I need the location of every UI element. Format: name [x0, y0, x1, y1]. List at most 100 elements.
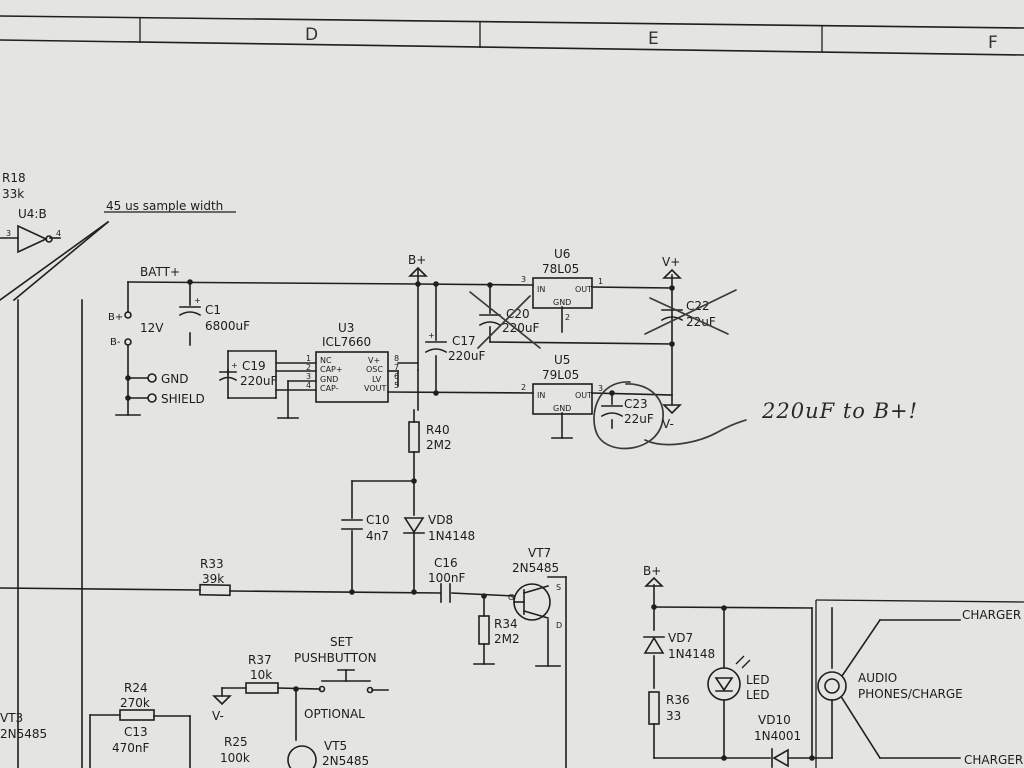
u5-num-in: 2	[521, 383, 526, 392]
sample-width-note: 45 us sample width	[106, 199, 223, 213]
c1-value: 6800uF	[205, 319, 250, 333]
bplus-lower-label: B+	[643, 564, 661, 578]
c17-ref: C17	[452, 334, 476, 348]
vt5-transistor: VT5 2N5485	[287, 739, 369, 768]
bplus-label: B+	[108, 312, 123, 323]
u5-ref: U5	[554, 353, 570, 367]
u6-value: 78L05	[542, 262, 579, 276]
u5-pin-out: OUT	[575, 391, 592, 400]
r40-value: 2M2	[426, 438, 452, 452]
u3-pin-nc: NC	[320, 356, 332, 365]
vd10-diode: VD10 1N4001	[754, 713, 801, 768]
c23-ref: C23	[624, 397, 648, 411]
svg-text:+: +	[194, 296, 201, 305]
r37-ref: R37	[248, 653, 272, 667]
c20-capacitor: C20 220uF	[469, 291, 541, 349]
zone-label-d: D	[305, 25, 318, 45]
battery-inputs: B+ B- 12V BATT+	[108, 265, 180, 348]
vt5-value: 2N5485	[322, 754, 369, 768]
c22-capacitor: C22 22uF	[644, 289, 737, 335]
u3-pinnum-4: 4	[306, 381, 311, 390]
vt7-pin-g: G	[508, 593, 514, 602]
vd7-diode: VD7 1N4148	[643, 631, 715, 661]
u6-num-out: 1	[598, 277, 603, 286]
set-label-line2: PUSHBUTTON	[294, 651, 377, 665]
led-value: LED	[746, 688, 770, 702]
r25-resistor: R25 100k	[220, 735, 250, 765]
audio-label-line2: PHONES/CHARGE	[858, 687, 963, 701]
r33-resistor: R33 39k	[199, 557, 231, 597]
r25-value: 100k	[220, 751, 250, 765]
c13-value: 470nF	[112, 741, 150, 755]
svg-text:+: +	[428, 331, 435, 340]
svg-text:+: +	[231, 361, 238, 370]
u4b-ref: U4:B	[18, 207, 47, 221]
r18: R18 33k	[2, 171, 26, 201]
u3-value: ICL7660	[322, 335, 371, 349]
vminus-supply-symbol: V-	[662, 404, 682, 431]
bminus-label: B-	[110, 337, 121, 348]
vt7-pin-s: S	[556, 583, 561, 592]
u5-value: 79L05	[542, 368, 579, 382]
led-ref: LED	[746, 673, 770, 687]
u5-regulator: U5 79L05 IN OUT GND 2 3	[521, 353, 603, 439]
zone-label-f: F	[988, 33, 998, 53]
vt7-value: 2N5485	[512, 561, 559, 575]
u6-pin-gnd: GND	[553, 298, 571, 307]
c16-capacitor: C16 100nF	[428, 556, 466, 603]
bplus-supply-symbol: B+	[408, 253, 428, 277]
c16-ref: C16	[434, 556, 458, 570]
r18-value: 33k	[2, 187, 24, 201]
c17-capacitor: + C17 220uF	[424, 331, 486, 363]
vd8-value: 1N4148	[428, 529, 475, 543]
handwritten-note: 220uF to B+!	[761, 399, 918, 423]
r24-value: 270k	[120, 696, 150, 710]
r36-resistor: R36 33	[648, 691, 690, 725]
batt-voltage: 12V	[140, 321, 164, 335]
u3-pin-capplus: CAP+	[320, 365, 343, 374]
u3-pin-gnd: GND	[320, 375, 338, 384]
u3-pinnum-6: 6	[394, 372, 399, 381]
u4b-inverter: U4:B 3 4	[6, 207, 61, 254]
u6-pin-out: OUT	[575, 285, 592, 294]
charger-bottom-label: CHARGER	[964, 753, 1023, 767]
u6-num-gnd: 2	[565, 313, 570, 322]
r34-resistor: R34 2M2	[473, 615, 520, 665]
charger-top-label: CHARGER	[962, 608, 1021, 622]
vd10-value: 1N4001	[754, 729, 801, 743]
vminus-symbol-label: V-	[662, 417, 674, 431]
bplus-supply-symbol-lower: B+	[643, 564, 664, 587]
zone-border: D E F	[0, 15, 1024, 56]
c23-capacitor: C23 22uF	[593, 381, 747, 450]
vt7-transistor: VT7 2N5485 G S D	[508, 546, 562, 667]
u3-pinnum-1: 1	[306, 354, 311, 363]
r37-vminus-label: V-	[212, 709, 224, 723]
c10-value: 4n7	[366, 529, 389, 543]
r34-ref: R34	[494, 617, 518, 631]
r40-resistor: R40 2M2	[408, 421, 452, 453]
vd10-ref: VD10	[758, 713, 791, 727]
vplus-supply-symbol: V+	[662, 255, 682, 279]
c17-value: 220uF	[448, 349, 486, 363]
u4b-pin-in: 3	[6, 229, 11, 238]
c23-value: 22uF	[624, 412, 654, 426]
u3-pin-vplus: V+	[368, 356, 380, 365]
vt5-ref: VT5	[324, 739, 347, 753]
u5-pin-gnd: GND	[553, 404, 571, 413]
c22-ref: C22	[686, 299, 710, 313]
vd7-value: 1N4148	[668, 647, 715, 661]
r36-ref: R36	[666, 693, 690, 707]
c13-capacitor: C13 470nF	[112, 725, 150, 755]
set-label-line3: OPTIONAL	[304, 707, 365, 721]
c19-ref: C19	[242, 359, 266, 373]
vd7-ref: VD7	[668, 631, 693, 645]
u4b-pin-out: 4	[56, 229, 61, 238]
vplus-symbol-label: V+	[662, 255, 680, 269]
r18-ref: R18	[2, 171, 26, 185]
shield-label: SHIELD	[161, 392, 205, 406]
u6-pin-in: IN	[537, 285, 545, 294]
u3-pinnum-8: 8	[394, 354, 399, 363]
c13-ref: C13	[124, 725, 148, 739]
audio-jack: AUDIO PHONES/CHARGE	[817, 671, 963, 701]
